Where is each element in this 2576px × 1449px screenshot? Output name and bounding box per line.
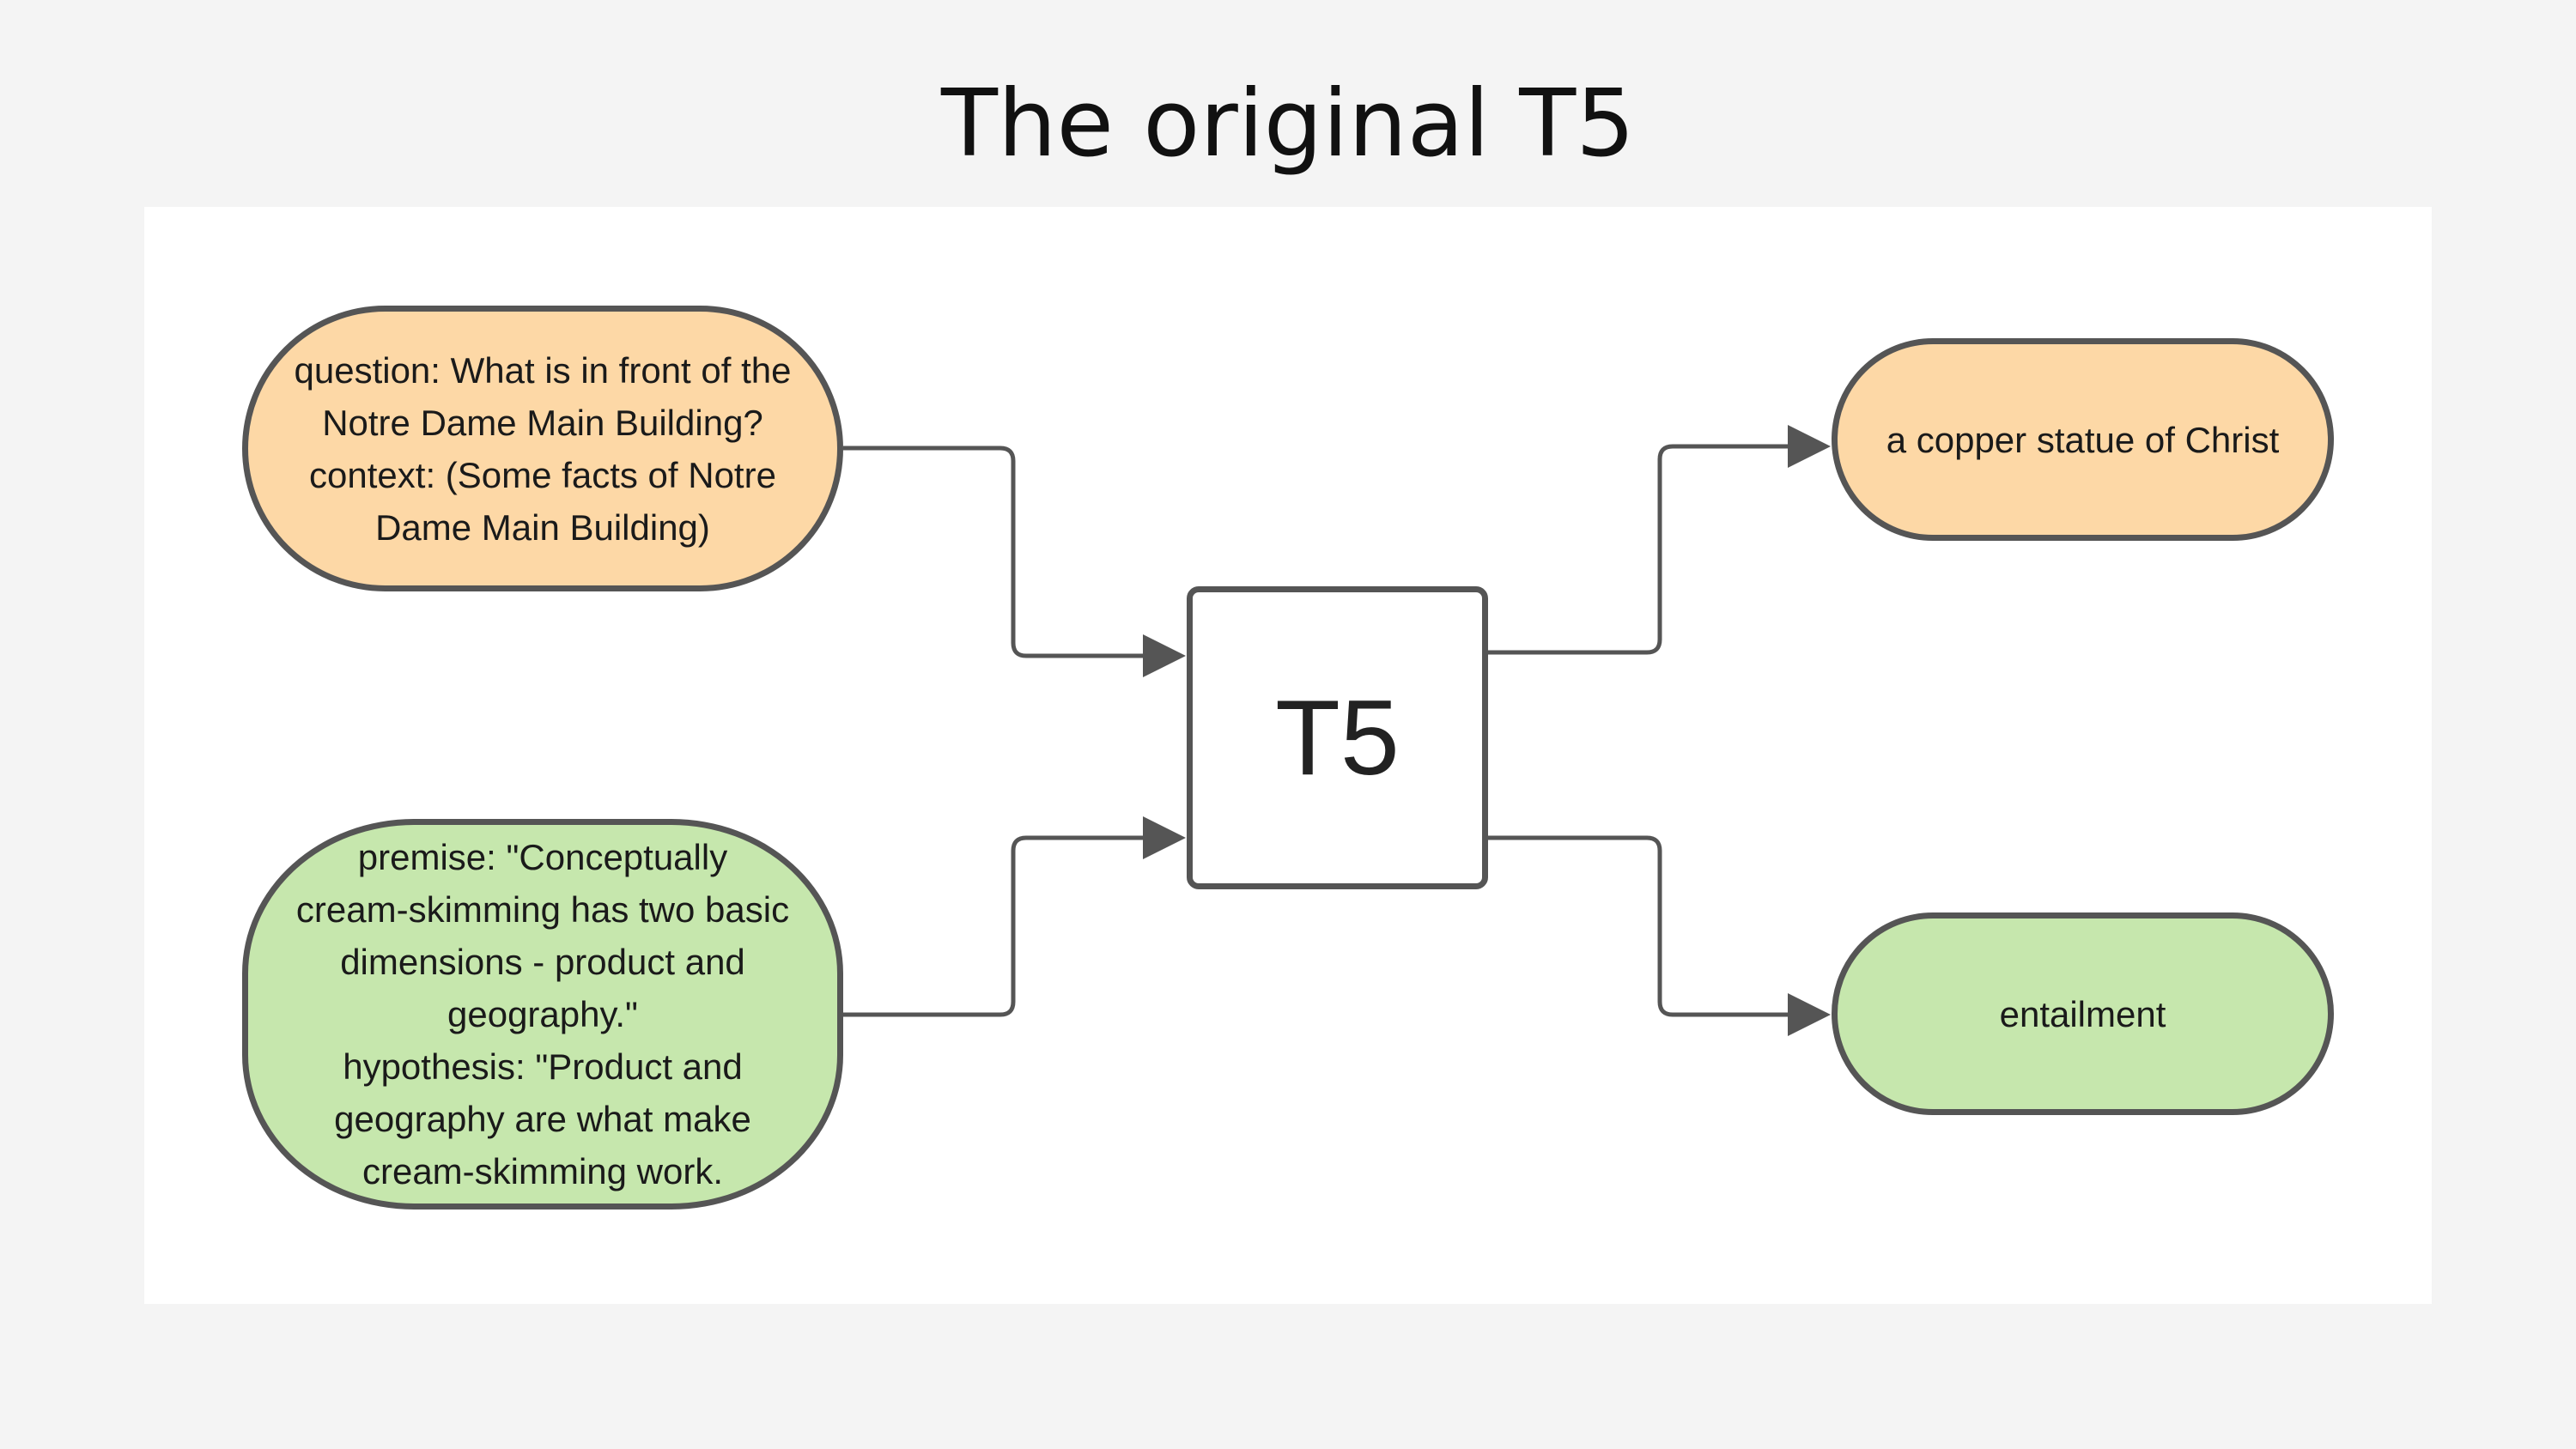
connector-qa-input-to-model [843,446,1186,677]
nli-input-text: premise: "Conceptually cream-skimming ha… [295,837,790,1191]
t5-model-box: T5 [1187,586,1488,889]
slide-title: The original T5 [941,70,1635,178]
connector-nli-input-to-model [843,816,1186,1017]
nli-input-node: premise: "Conceptually cream-skimming ha… [242,819,843,1210]
nli-output-node: entailment [1832,912,2334,1115]
connector-model-to-qa-output [1488,425,1831,655]
qa-output-node: a copper statue of Christ [1832,338,2334,541]
t5-model-label: T5 [1275,678,1400,797]
qa-input-text: question: What is in front of the Notre … [294,349,792,548]
qa-input-node: question: What is in front of the Notre … [242,306,843,591]
connector-model-to-nli-output [1488,835,1831,1036]
nli-output-text: entailment [1999,993,2166,1034]
qa-output-text: a copper statue of Christ [1886,419,2280,460]
